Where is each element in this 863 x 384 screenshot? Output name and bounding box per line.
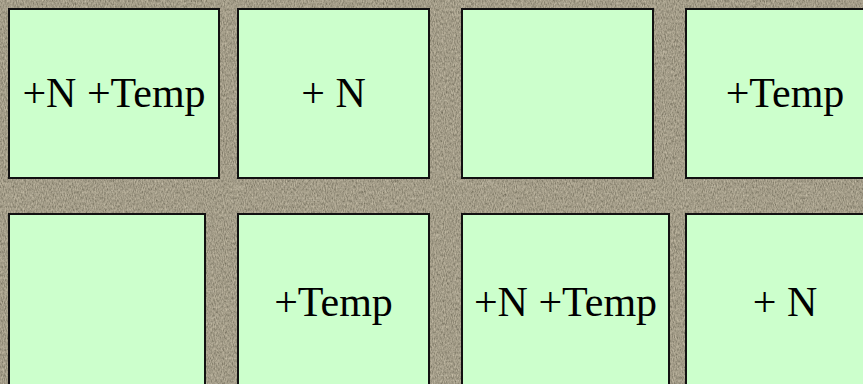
treatment-label: + N: [297, 65, 370, 122]
treatment-label: + N: [749, 274, 822, 331]
treatment-plot: +N +Temp: [8, 8, 220, 179]
treatment-label: +Temp: [722, 65, 849, 122]
treatment-label: +Temp: [270, 274, 397, 331]
empty-plot: [461, 8, 654, 179]
treatment-plot: +Temp: [685, 8, 863, 179]
treatment-label: +N +Temp: [470, 274, 661, 331]
treatment-plot: +N +Temp: [461, 213, 670, 384]
treatment-plot: +Temp: [237, 213, 430, 384]
empty-plot: [8, 213, 206, 384]
treatment-plot: + N: [685, 213, 863, 384]
treatment-plot: + N: [237, 8, 430, 179]
treatment-label: +N +Temp: [18, 65, 209, 122]
